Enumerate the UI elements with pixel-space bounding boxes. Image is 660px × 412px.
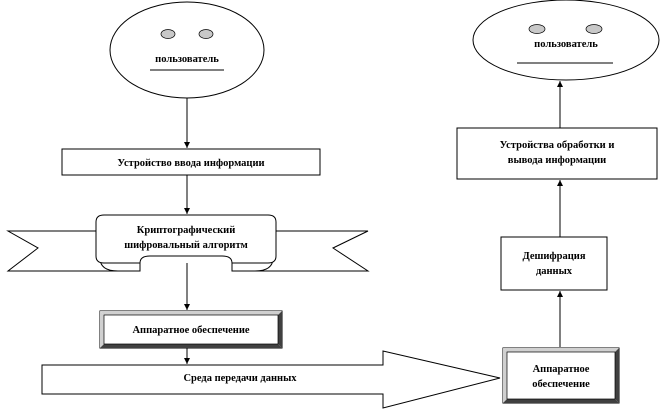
decryption-line2: данных — [536, 266, 573, 277]
hardware-left-label: Аппаратное обеспечение — [132, 325, 249, 336]
output-device-box: Устройства обработки и вывода информации — [456, 127, 658, 180]
user-left-eye-left — [160, 29, 176, 39]
decryption-box: Дешифрация данных — [500, 236, 608, 291]
user-right-face: пользователь — [472, 0, 660, 81]
decryption-line1: Дешифрация — [522, 251, 585, 262]
user-right-label: пользователь — [534, 39, 598, 50]
hardware-right-line2: обеспечение — [532, 379, 590, 390]
user-right-eye-right — [585, 24, 603, 34]
output-device-line1: Устройства обработки и — [500, 140, 615, 151]
user-left-face: пользователь — [109, 1, 265, 99]
input-device-label: Устройство ввода информации — [117, 158, 264, 169]
transmission-arrow: Среда передачи данных — [41, 350, 501, 409]
crypto-banner-line1: Криптографический — [137, 225, 236, 236]
hardware-right-box: Аппаратное обеспечение — [502, 347, 620, 404]
hardware-right-line1: Аппаратное — [533, 364, 590, 375]
output-device-line2: вывода информации — [508, 155, 606, 166]
crypto-banner-line2: шифровальный алгоритм — [124, 240, 248, 251]
input-device-box: Устройство ввода информации — [61, 148, 321, 176]
crypto-banner: Криптографический шифровальный алгоритм — [6, 214, 370, 272]
user-left-eye-right — [198, 29, 214, 39]
transmission-arrow-label: Среда передачи данных — [183, 373, 297, 384]
hardware-left-box: Аппаратное обеспечение — [99, 310, 283, 349]
user-right-eye-left — [528, 24, 546, 34]
user-left-label: пользователь — [155, 54, 219, 65]
